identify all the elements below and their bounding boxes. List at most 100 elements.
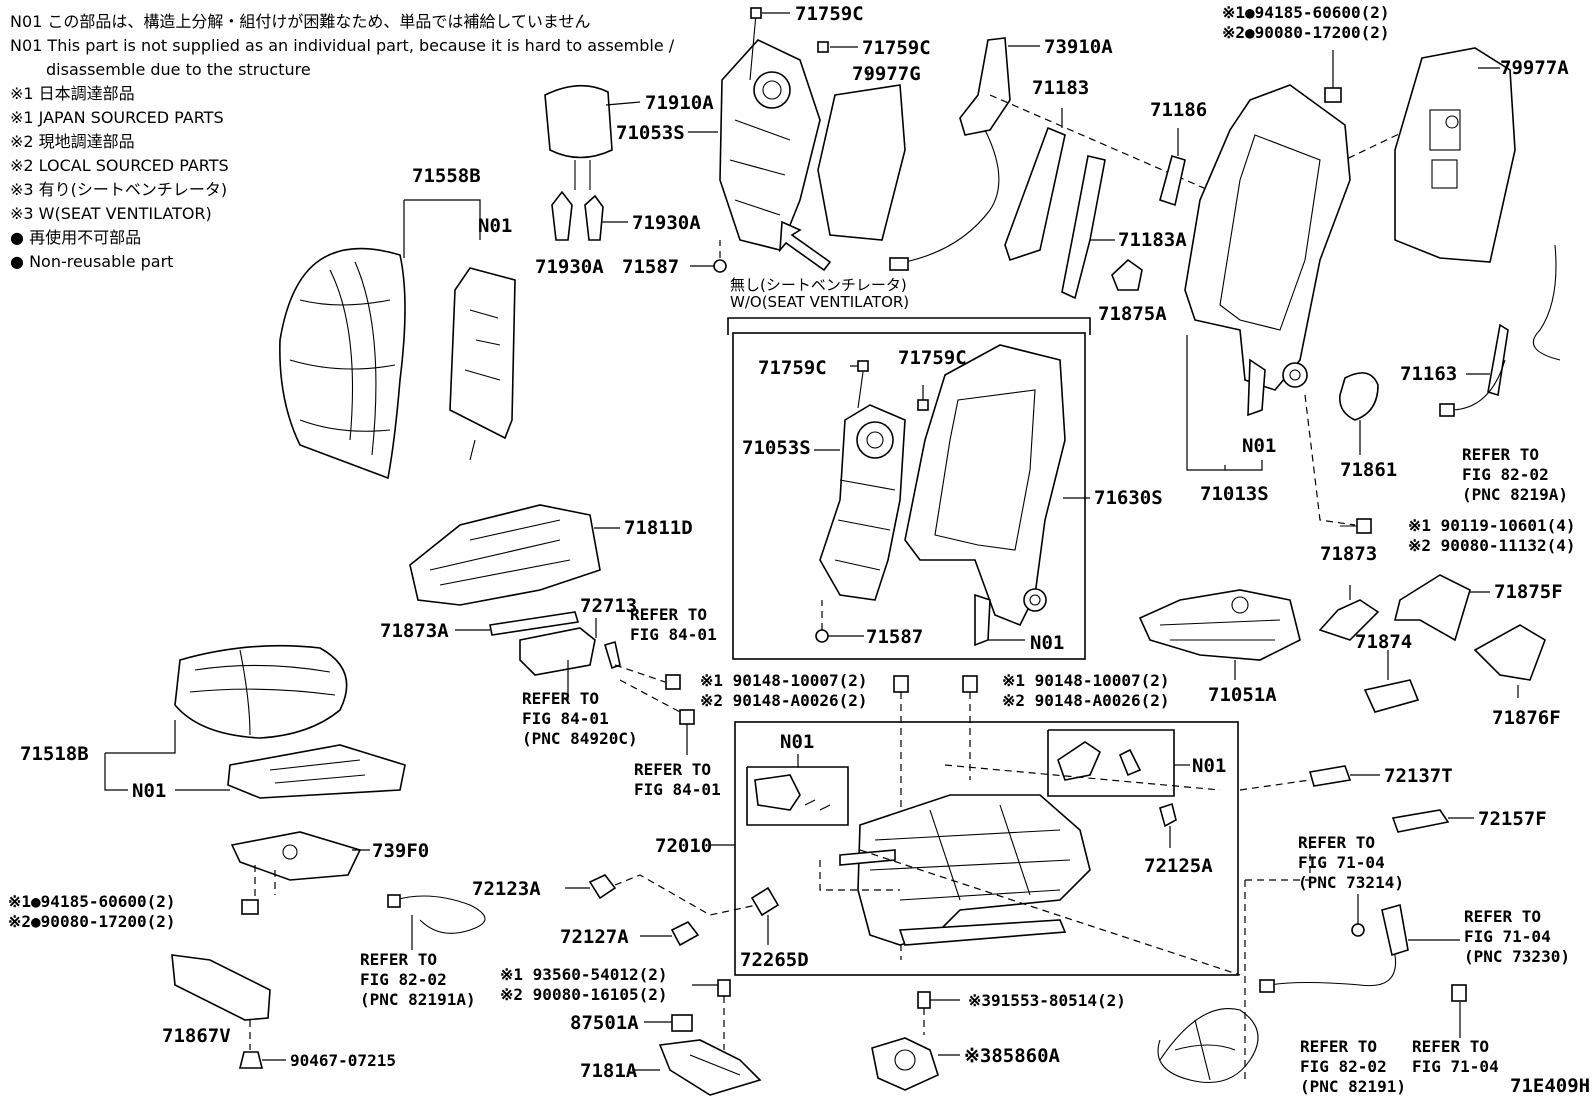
seat-back-pad-79977G[interactable] xyxy=(817,84,906,241)
seat-back-spring-71053S[interactable] xyxy=(719,39,821,251)
clip-71875A[interactable] xyxy=(1111,258,1143,291)
seat-shield-71811D[interactable] xyxy=(409,504,601,606)
pad-71183[interactable] xyxy=(1004,126,1066,262)
label-n01-inset: N01 xyxy=(1030,632,1064,654)
label-71876F: 71876F xyxy=(1492,707,1561,729)
pad-71183A[interactable] xyxy=(1061,155,1106,300)
nonreusable-dot-icon: ● xyxy=(10,252,24,271)
bolt-90119[interactable] xyxy=(1340,518,1372,534)
label-90080-bottom: ※2●90080-17200(2) xyxy=(8,912,176,931)
label-71051A: 71051A xyxy=(1208,684,1277,706)
label-71910A: 71910A xyxy=(645,92,714,114)
refer-8401a-line1: REFER TO xyxy=(630,605,707,624)
bracket-72265D[interactable] xyxy=(750,886,780,917)
clip-72127A[interactable] xyxy=(670,920,700,947)
ventilator-fan-85860A[interactable] xyxy=(871,1037,939,1091)
seat-adjuster-72010[interactable] xyxy=(839,794,1091,946)
label-90080-11132: ※2 90080-11132(4) xyxy=(1408,536,1576,555)
legend-n01-en-cont: disassemble due to the structure xyxy=(46,60,311,79)
bracket-71186[interactable] xyxy=(1159,154,1186,207)
cover-71874[interactable] xyxy=(1363,679,1420,713)
cover-71876F[interactable] xyxy=(1473,624,1546,681)
screw-91553[interactable] xyxy=(917,991,931,1009)
legend-nonreusable-jp: ● 再使用不可部品 xyxy=(10,228,142,247)
refer-8202c-line1: REFER TO xyxy=(1300,1037,1377,1056)
legend-nonreusable-en: ● Non-reusable part xyxy=(10,252,174,271)
seat-back-cover-71558B[interactable] xyxy=(279,247,406,480)
seat-back-frame-71013S[interactable] xyxy=(1184,84,1351,417)
cap-71861[interactable] xyxy=(1338,372,1379,421)
clip-72123A[interactable] xyxy=(588,874,617,900)
refer-7104b-line1: REFER TO xyxy=(1464,907,1541,926)
bracket-72125A[interactable] xyxy=(1159,802,1177,828)
refer-8401b-line3: (PNC 84920C) xyxy=(522,729,638,748)
cover-72157F[interactable] xyxy=(1391,809,1450,833)
switch-72713[interactable] xyxy=(519,627,621,676)
nut-94185-top[interactable] xyxy=(1324,87,1342,103)
label-90119: ※1 90119-10601(4) xyxy=(1408,516,1576,535)
bolt-90148-right[interactable] xyxy=(962,675,978,693)
label-93560: ※1 93560-54012(2) xyxy=(500,965,668,984)
label-90467: 90467-07215 xyxy=(290,1051,396,1070)
refer-8202a-line1: REFER TO xyxy=(1462,445,1539,464)
label-94185-top: ※1●94185-60600(2) xyxy=(1222,3,1390,22)
recliner-71051A[interactable] xyxy=(1138,589,1301,661)
label-73910A: 73910A xyxy=(1044,36,1113,58)
lumbar-support-73910A[interactable] xyxy=(889,37,1011,271)
refer-8401c-line2: FIG 84-01 xyxy=(634,780,721,799)
cover-71873[interactable] xyxy=(1318,599,1380,641)
label-72157F: 72157F xyxy=(1478,808,1547,830)
harness-71163[interactable] xyxy=(1439,244,1561,417)
label-n01-box-left: N01 xyxy=(780,731,814,753)
label-91553: ※391553-80514(2) xyxy=(968,991,1126,1010)
headrest-71910A[interactable] xyxy=(544,84,613,190)
refer-8401b-line2: FIG 84-01 xyxy=(522,709,609,728)
back-board-79977A[interactable] xyxy=(1394,47,1516,263)
seat-belt-buckle[interactable] xyxy=(1259,903,1467,1002)
label-71053S-b: 71053S xyxy=(742,437,811,459)
seat-cushion-cover-71518B[interactable] xyxy=(174,644,348,739)
label-71930A-right: 71930A xyxy=(632,212,701,234)
seat-back-spring-71053S-inset[interactable] xyxy=(819,404,906,601)
adjuster-7181A[interactable] xyxy=(658,1039,762,1096)
bolt-90148-left[interactable] xyxy=(893,675,909,693)
bolt-93560[interactable] xyxy=(717,979,731,997)
refer-8202c-line3: (PNC 82191) xyxy=(1300,1077,1406,1096)
label-71875F: 71875F xyxy=(1494,581,1563,603)
motor-n01-left xyxy=(754,774,831,811)
label-90148-left-1: ※1 90148-10007(2) xyxy=(700,671,868,690)
label-79977A: 79977A xyxy=(1500,57,1569,79)
cover-71867V[interactable] xyxy=(171,954,271,1021)
legend-japan-sourced-jp: ※1 日本調達部品 xyxy=(10,84,135,103)
headrest-guide-71930A[interactable] xyxy=(551,190,604,241)
refer-8401a-line2: FIG 84-01 xyxy=(630,625,717,644)
wire-harness-82191[interactable] xyxy=(1157,1008,1259,1084)
label-79977G: 79977G xyxy=(852,63,921,85)
trim-71873A[interactable] xyxy=(489,611,580,636)
harness-82191A[interactable] xyxy=(387,894,486,934)
seat-back-frame-71630S[interactable] xyxy=(904,344,1066,647)
legend-local-sourced-jp: ※2 現地調達部品 xyxy=(10,132,135,151)
label-90148-right-1: ※1 90148-10007(2) xyxy=(1002,671,1170,690)
refer-7104a-line3: (PNC 73214) xyxy=(1298,873,1404,892)
label-71053S-a: 71053S xyxy=(616,122,685,144)
cushion-pad-n01 xyxy=(227,744,406,799)
label-71930A-left: 71930A xyxy=(535,256,604,278)
cover-739F0[interactable] xyxy=(230,831,362,881)
cover-71875F[interactable] xyxy=(1393,574,1471,642)
label-72010: 72010 xyxy=(655,835,712,857)
label-90080-16105: ※2 90080-16105(2) xyxy=(500,985,668,1004)
screw-refer-84-01[interactable] xyxy=(665,674,695,725)
cover-72137T[interactable] xyxy=(1308,765,1352,787)
label-71587-a: 71587 xyxy=(622,256,679,278)
refer-8202b-line1: REFER TO xyxy=(360,950,437,969)
block-87501A[interactable] xyxy=(671,1014,693,1032)
refer-7104c-line1: REFER TO xyxy=(1412,1037,1489,1056)
label-90148-right-2: ※2 90148-A0026(2) xyxy=(1002,691,1170,710)
clip-90467[interactable] xyxy=(238,1051,264,1069)
refer-7104a-line2: FIG 71-04 xyxy=(1298,853,1385,872)
refer-7104b-line3: (PNC 73230) xyxy=(1464,947,1570,966)
label-71759C-d: 71759C xyxy=(898,347,967,369)
label-71873: 71873 xyxy=(1320,543,1377,565)
